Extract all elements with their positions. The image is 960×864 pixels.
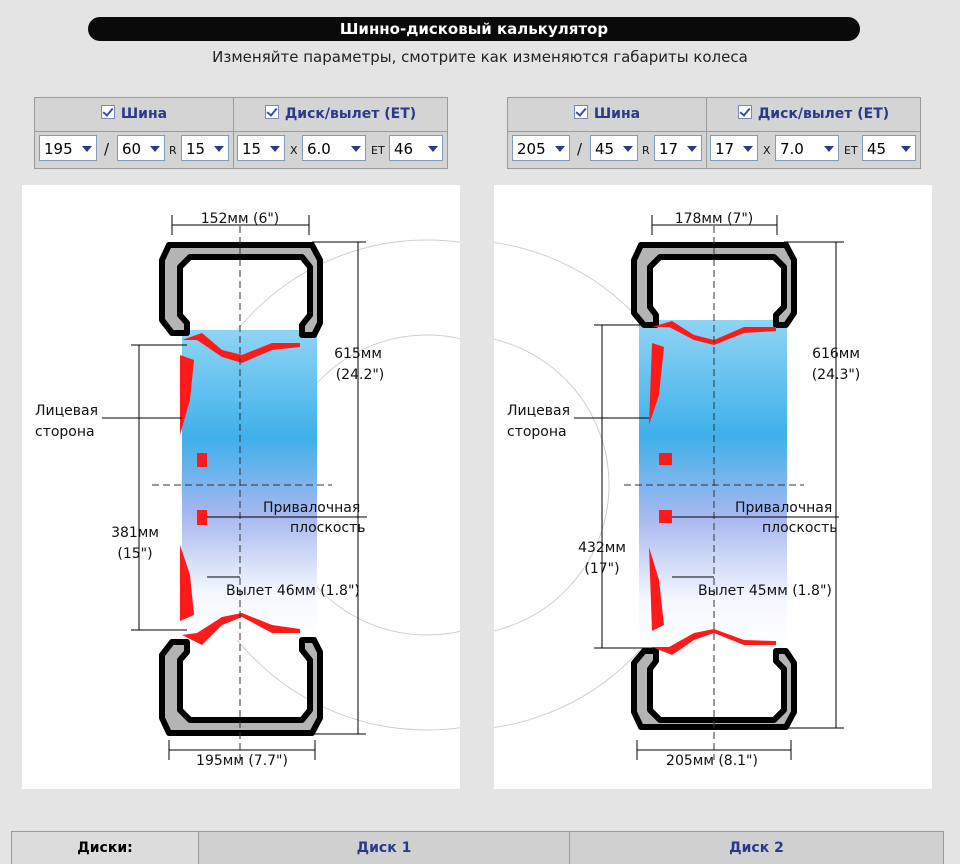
chevron-down-icon bbox=[351, 146, 361, 152]
chevron-down-icon bbox=[270, 146, 280, 152]
outer-diameter-in-label: (24.3") bbox=[812, 367, 861, 383]
wheel-2-rim-checkbox[interactable] bbox=[737, 105, 752, 119]
mount-plane-label-2: плоскость bbox=[762, 520, 838, 536]
wheel-1-rim-offset-value: 46 bbox=[394, 140, 414, 158]
wheel-1-tire-profile-select[interactable]: 60 bbox=[117, 135, 165, 161]
tire-bottom bbox=[159, 637, 323, 736]
wheel-1-tire-profile-value: 60 bbox=[122, 140, 142, 158]
wheel-1-tire-width-select[interactable]: 195 bbox=[39, 135, 97, 161]
wheel-1-rim-diameter-value: 15 bbox=[242, 140, 262, 158]
page-title: Шинно-дисковый калькулятор bbox=[88, 17, 860, 41]
chevron-down-icon bbox=[901, 146, 911, 152]
tire-width-label: 205мм (8.1") bbox=[666, 753, 758, 769]
wheel-1-tire-diameter-value: 15 bbox=[186, 140, 206, 158]
rim-diameter-in-label: (17") bbox=[584, 561, 619, 577]
tire-width-label: 195мм (7.7") bbox=[196, 753, 288, 769]
wheel-1-tire-header[interactable]: Шина bbox=[35, 98, 234, 132]
wheel-1-tire-checkbox[interactable] bbox=[100, 105, 115, 119]
rim-diameter-in-label: (15") bbox=[117, 546, 152, 562]
wheel-2-tire-profile-select[interactable]: 45 bbox=[590, 135, 638, 161]
rim-barrel bbox=[182, 330, 317, 640]
tire-top bbox=[159, 242, 323, 338]
chevron-down-icon bbox=[687, 146, 697, 152]
wheel-2-rim-header[interactable]: Диск/вылет (ET) bbox=[707, 98, 920, 132]
wheel-2-tire-header[interactable]: Шина bbox=[508, 98, 707, 132]
chevron-down-icon bbox=[82, 146, 92, 152]
wheel-2-cross-section: 178мм (7") 205мм (8.1") 616мм (24.3") 43… bbox=[494, 211, 861, 769]
outer-diameter-mm-label: 616мм bbox=[812, 346, 860, 362]
rim-diameter-mm-label: 432мм bbox=[578, 540, 626, 556]
wheel-2-rim-diameter-value: 17 bbox=[715, 140, 735, 158]
rim-1-column-header[interactable]: Диск 1 bbox=[199, 832, 570, 864]
wheel-2-rim-diameter-select[interactable]: 17 bbox=[710, 135, 758, 161]
wheel-2-tire-width-select[interactable]: 205 bbox=[512, 135, 570, 161]
mount-plane-label-2: плоскость bbox=[290, 520, 366, 536]
wheel-2-tire-diameter-value: 17 bbox=[659, 140, 679, 158]
r-separator: R bbox=[642, 144, 650, 157]
et-separator: ET bbox=[371, 144, 385, 157]
wheel-2-controls: Шина Диск/вылет (ET) 205 / 45 R 17 17 X … bbox=[507, 97, 921, 169]
wheel-1-tire-diameter-select[interactable]: 15 bbox=[181, 135, 229, 161]
chevron-down-icon bbox=[150, 146, 160, 152]
offset-label: Вылет 45мм (1.8") bbox=[698, 583, 832, 599]
wheel-1-rim-label: Диск/вылет (ET) bbox=[284, 106, 417, 122]
face-side-label-1: Лицевая bbox=[35, 403, 98, 419]
wheel-2-rim-offset-select[interactable]: 45 bbox=[862, 135, 916, 161]
divider bbox=[706, 132, 707, 168]
rim-2-column-header[interactable]: Диск 2 bbox=[729, 840, 784, 856]
r-separator: R bbox=[169, 144, 177, 157]
outer-diameter-in-label: (24.2") bbox=[336, 367, 385, 383]
mount-plane-label-1: Привалочная bbox=[263, 500, 360, 516]
wheel-2-rim-width-value: 7.0 bbox=[780, 140, 804, 158]
rim-profile bbox=[649, 321, 776, 655]
x-separator: X bbox=[763, 144, 771, 157]
chevron-down-icon bbox=[743, 146, 753, 152]
page-subtitle: Изменяйте параметры, смотрите как изменя… bbox=[212, 48, 748, 66]
wheel-1-tire-label: Шина bbox=[120, 106, 168, 122]
wheel-1-rim-width-value: 6.0 bbox=[307, 140, 331, 158]
chevron-down-icon bbox=[428, 146, 438, 152]
chevron-down-icon bbox=[214, 146, 224, 152]
wheel-1-tire-width-value: 195 bbox=[44, 140, 73, 158]
outer-diameter-mm-label: 615мм bbox=[334, 346, 382, 362]
wheel-1-rim-offset-select[interactable]: 46 bbox=[389, 135, 443, 161]
wheel-1-rim-header[interactable]: Диск/вылет (ET) bbox=[234, 98, 447, 132]
reference-arc bbox=[494, 338, 610, 632]
x-separator: X bbox=[290, 144, 298, 157]
rim-width-label: 178мм (7") bbox=[675, 211, 754, 227]
wheel-2-rim-label: Диск/вылет (ET) bbox=[757, 106, 890, 122]
wheel-1-cross-section: 152мм (6") 195мм (7.7") 615мм (24.2") 38… bbox=[35, 211, 460, 769]
tire-bottom bbox=[631, 648, 797, 730]
chevron-down-icon bbox=[824, 146, 834, 152]
face-side-label-2: сторона bbox=[35, 424, 95, 440]
et-separator: ET bbox=[844, 144, 858, 157]
rims-column-header: Диски: bbox=[12, 832, 199, 864]
rim-width-label: 152мм (6") bbox=[201, 211, 280, 227]
wheel-2-tire-profile-value: 45 bbox=[595, 140, 615, 158]
wheel-1-diagram: 152мм (6") 195мм (7.7") 615мм (24.2") 38… bbox=[22, 185, 460, 789]
wheel-2-diagram: 178мм (7") 205мм (8.1") 616мм (24.3") 43… bbox=[494, 185, 932, 789]
divider bbox=[233, 132, 234, 168]
slash-separator: / bbox=[104, 140, 110, 158]
chevron-down-icon bbox=[555, 146, 565, 152]
face-side-label-1: Лицевая bbox=[507, 403, 570, 419]
wheel-2-rim-offset-value: 45 bbox=[867, 140, 887, 158]
chevron-down-icon bbox=[623, 146, 633, 152]
wheel-2-tire-label: Шина bbox=[593, 106, 641, 122]
wheel-2-tire-width-value: 205 bbox=[517, 140, 546, 158]
mount-plane-label-1: Привалочная bbox=[735, 500, 832, 516]
wheel-1-rim-checkbox[interactable] bbox=[264, 105, 279, 119]
wheel-1-rim-diameter-select[interactable]: 15 bbox=[237, 135, 285, 161]
rim-diameter-mm-label: 381мм bbox=[111, 525, 159, 541]
rim-profile bbox=[180, 333, 300, 645]
face-side-label-2: сторона bbox=[507, 424, 567, 440]
wheel-2-tire-diameter-select[interactable]: 17 bbox=[654, 135, 702, 161]
rims-table-header: Диски: Диск 1 Диск 2 bbox=[11, 831, 944, 864]
wheel-1-rim-width-select[interactable]: 6.0 bbox=[302, 135, 366, 161]
slash-separator: / bbox=[577, 140, 583, 158]
offset-label: Вылет 46мм (1.8") bbox=[226, 583, 360, 599]
wheel-2-tire-checkbox[interactable] bbox=[573, 105, 588, 119]
wheel-2-rim-width-select[interactable]: 7.0 bbox=[775, 135, 839, 161]
wheel-1-controls: Шина Диск/вылет (ET) 195 / 60 R 15 15 X … bbox=[34, 97, 448, 169]
